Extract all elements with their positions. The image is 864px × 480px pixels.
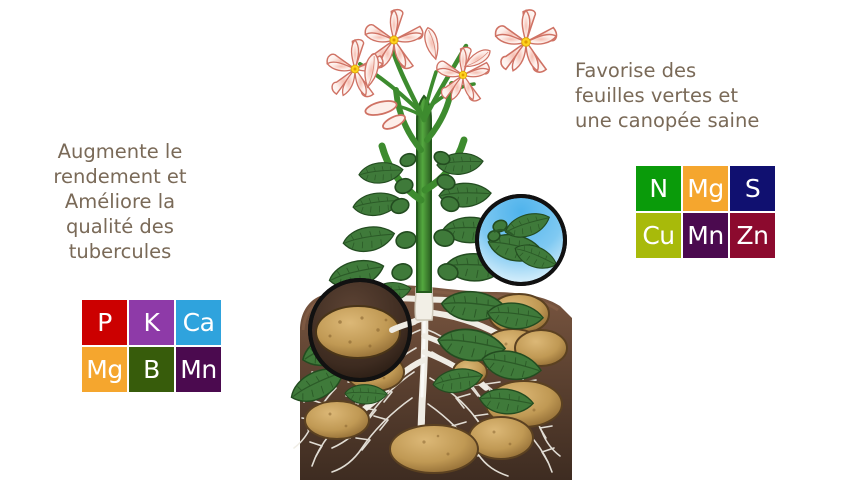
left-nutrient-chip-grid: P K Ca Mg B Mn — [82, 300, 221, 392]
tuber — [389, 424, 479, 474]
tuber — [514, 329, 568, 367]
leaf-cluster-right — [431, 152, 546, 420]
nutrient-chip-b[interactable]: B — [129, 347, 174, 392]
tuber — [468, 416, 534, 460]
flowers — [326, 9, 558, 130]
tuber — [482, 328, 544, 368]
nutrient-chip-zn[interactable]: Zn — [730, 213, 775, 258]
root-system — [293, 288, 561, 477]
soil-block — [300, 284, 572, 480]
nutrient-chip-mn[interactable]: Mn — [683, 213, 728, 258]
right-nutrient-chip-grid: N Mg S Cu Mn Zn — [636, 166, 775, 258]
leaf-cluster-left — [285, 161, 413, 409]
left-benefit-caption: Augmente le rendement et Améliore la qua… — [53, 140, 187, 263]
nutrient-chip-ca[interactable]: Ca — [176, 300, 221, 345]
nutrient-chip-p[interactable]: P — [82, 300, 127, 345]
tuber — [488, 293, 550, 335]
nutrient-chip-s[interactable]: S — [730, 166, 775, 211]
nutrient-chip-n[interactable]: N — [636, 166, 681, 211]
nutrient-chip-mg[interactable]: Mg — [683, 166, 728, 211]
nutrient-chip-mg[interactable]: Mg — [82, 347, 127, 392]
plant-foliage — [285, 9, 558, 420]
tuber — [485, 380, 563, 428]
tuber-magnifier — [308, 278, 417, 382]
right-benefit-caption: Favorise des feuilles vertes et une cano… — [575, 59, 760, 132]
nutrient-chip-mn[interactable]: Mn — [176, 347, 221, 392]
tubers — [304, 293, 568, 474]
tuber — [345, 352, 405, 392]
tuber — [304, 400, 370, 440]
leaf-magnifier — [475, 194, 567, 286]
nutrient-chip-cu[interactable]: Cu — [636, 213, 681, 258]
tuber — [452, 358, 488, 386]
nutrient-chip-k[interactable]: K — [129, 300, 174, 345]
